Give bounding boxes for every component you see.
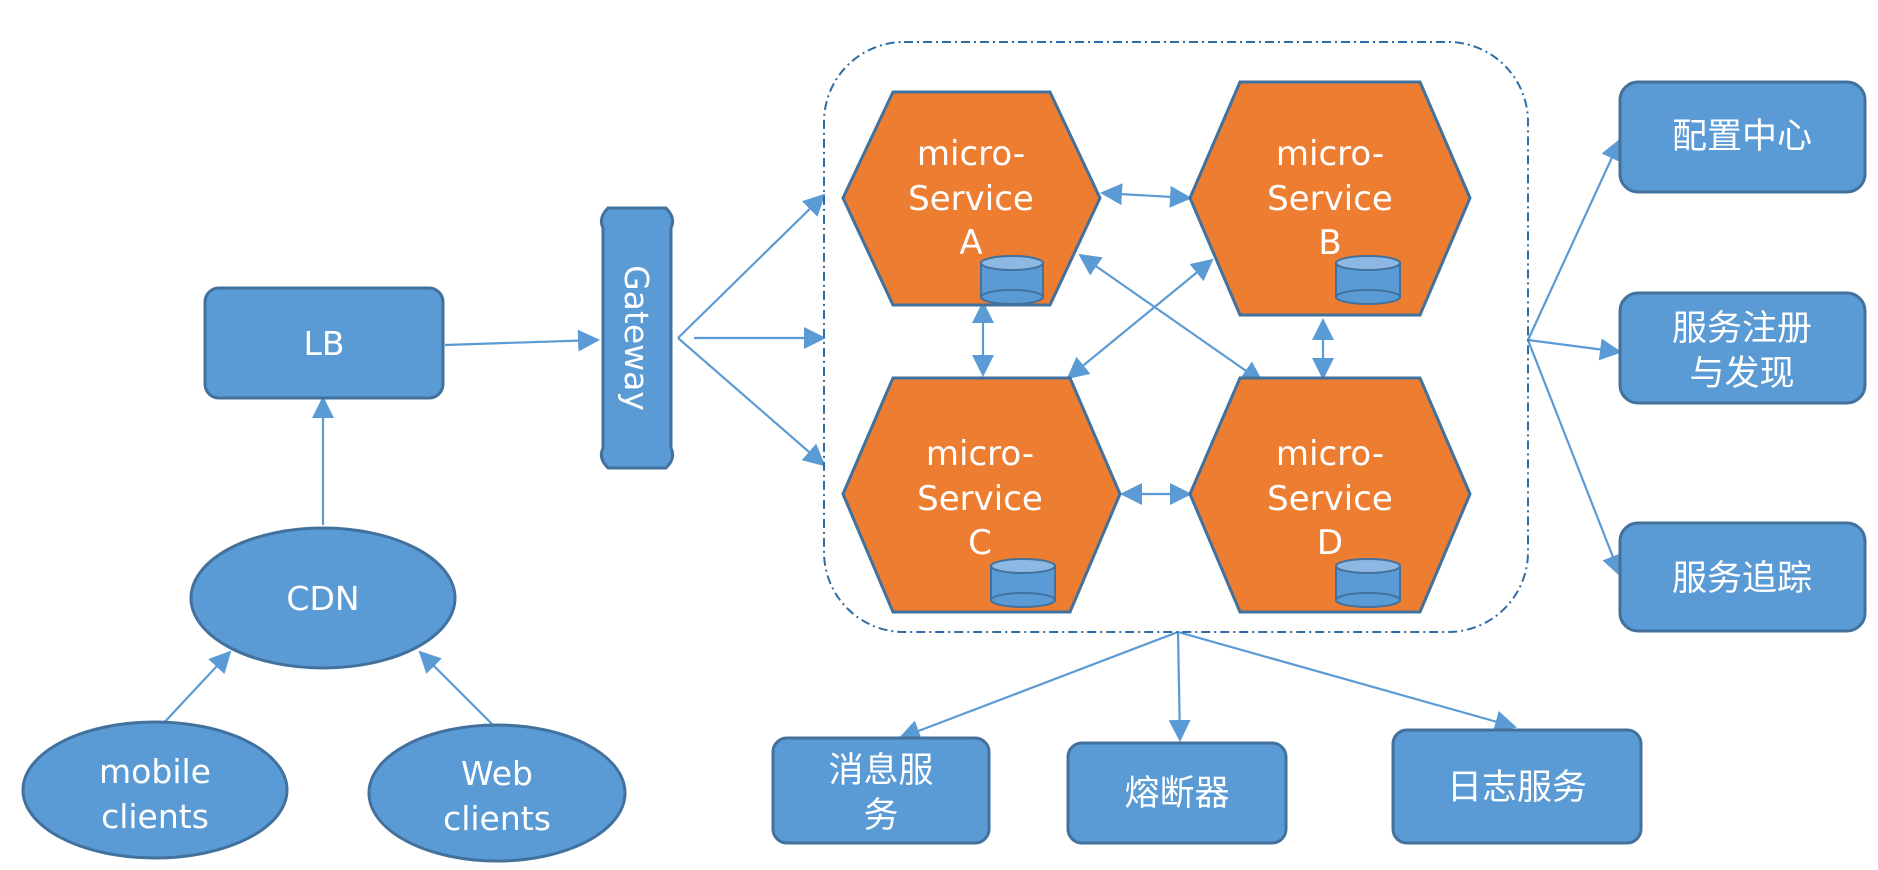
microservice-a[interactable]: micro- Service A [841, 90, 1102, 307]
gateway-label: Gateway [617, 265, 656, 411]
microservice-c[interactable]: micro- Service C [841, 376, 1122, 614]
connector-group-breaker [1168, 631, 1191, 742]
database-icon [1335, 255, 1401, 305]
microservice-a-label-line3: A [959, 223, 982, 263]
database-icon [980, 255, 1044, 305]
microservice-d-label-line1: micro- [1276, 434, 1384, 474]
mobile-clients-label-line1: mobile [99, 752, 211, 791]
microservice-d-label-line3: D [1317, 523, 1343, 563]
connector-group-tracing [1526, 339, 1623, 577]
connector-a-b [1100, 183, 1192, 208]
connector-group-logging [1177, 630, 1517, 733]
web-clients-label-line2: clients [443, 799, 551, 838]
mobile-clients-label-line2: clients [101, 797, 209, 836]
lb-label: LB [303, 324, 344, 363]
microservice-c-label-line1: micro- [926, 434, 1034, 474]
message-service-label-line1: 消息服 [828, 751, 933, 791]
connector-gateway-group-bottom [677, 337, 826, 467]
connector-group-config [1527, 138, 1622, 341]
service-registry-node[interactable]: 服务注册 与发现 [1618, 291, 1867, 405]
connector-group-message [898, 630, 1179, 742]
connector-web-cdn [418, 650, 496, 728]
config-center-node[interactable]: 配置中心 [1618, 80, 1867, 194]
circuit-breaker-node[interactable]: 熔断器 [1066, 741, 1288, 845]
service-registry-label-line2: 与发现 [1689, 354, 1794, 394]
microservice-d[interactable]: micro- Service D [1188, 376, 1472, 614]
lb-node[interactable]: LB [203, 286, 445, 400]
microservice-group-border [823, 41, 1529, 633]
connector-group-registry [1527, 338, 1622, 361]
database-icon [1335, 558, 1401, 608]
microservice-c-label-line2: Service [917, 479, 1043, 519]
logging-service-node[interactable]: 日志服务 [1391, 728, 1643, 845]
connector-mobile-cdn [159, 650, 232, 728]
cdn-node[interactable]: CDN [189, 526, 457, 670]
microservice-b-label-line3: B [1318, 223, 1341, 263]
microservice-b-label-line2: Service [1267, 179, 1393, 219]
message-service-label-line2: 务 [863, 796, 898, 836]
service-tracing-label: 服务追踪 [1672, 559, 1812, 599]
message-service-node[interactable]: 消息服 务 [771, 736, 991, 845]
logging-service-label: 日志服务 [1447, 768, 1587, 808]
microservice-a-label-line1: micro- [917, 134, 1025, 174]
microservice-b[interactable]: micro- Service B [1188, 80, 1472, 317]
microservice-c-label-line3: C [968, 523, 992, 563]
config-center-label: 配置中心 [1672, 117, 1812, 157]
connector-b-c [1066, 258, 1214, 380]
connector-gateway-group-top [677, 193, 826, 339]
service-tracing-node[interactable]: 服务追踪 [1618, 521, 1867, 633]
microservice-b-label-line1: micro- [1276, 134, 1384, 174]
microservice-a-label-line2: Service [908, 179, 1034, 219]
microservice-d-label-line2: Service [1267, 479, 1393, 519]
cdn-label: CDN [286, 579, 359, 618]
circuit-breaker-label: 熔断器 [1124, 774, 1229, 814]
service-registry-label-line1: 服务注册 [1672, 309, 1812, 349]
web-clients-node[interactable]: Web clients [367, 723, 627, 863]
database-icon [990, 558, 1056, 608]
web-clients-label-line1: Web [461, 754, 533, 793]
mobile-clients-node[interactable]: mobile clients [21, 720, 289, 860]
connector-lb-gateway [444, 329, 600, 352]
gateway-node[interactable]: Gateway [599, 206, 675, 470]
